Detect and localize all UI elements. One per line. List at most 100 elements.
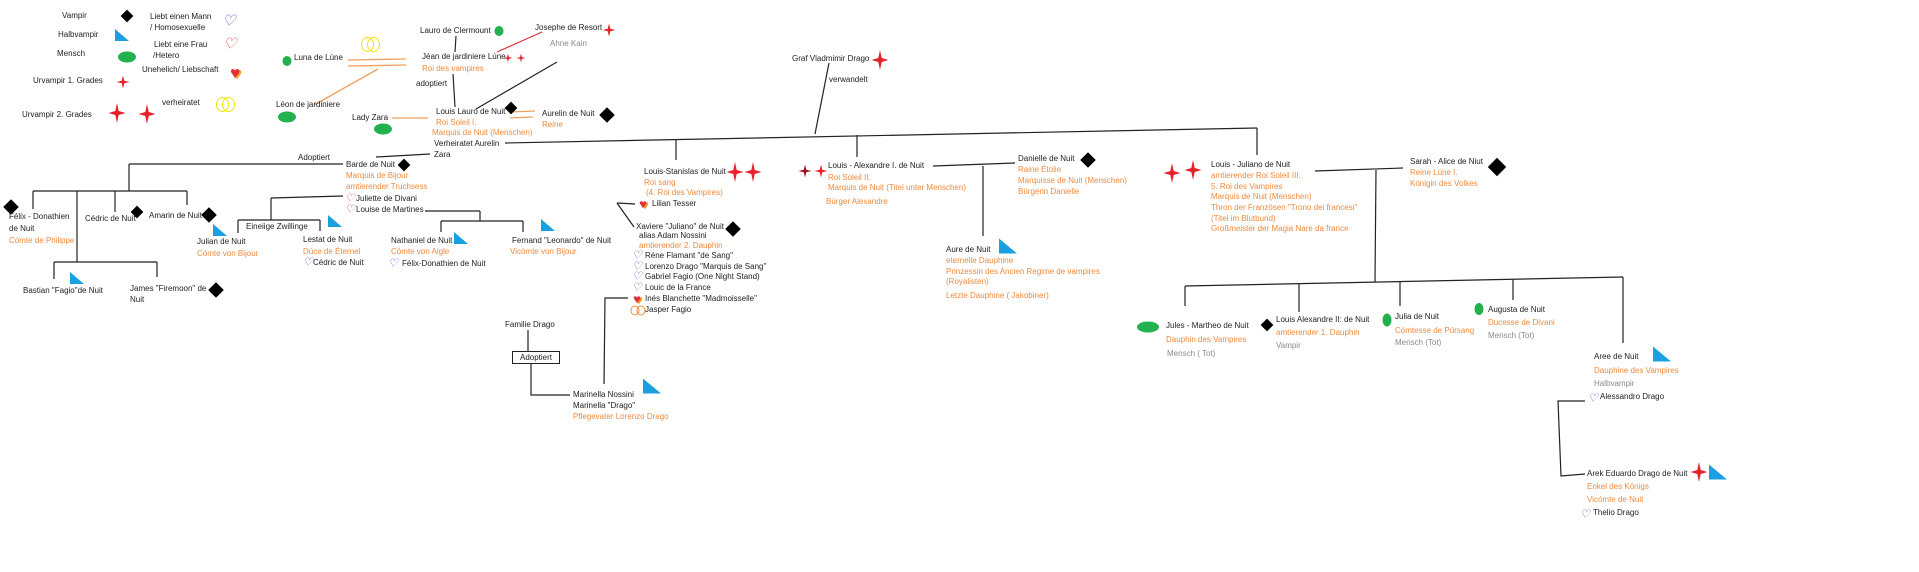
person-arek: Arek Eduardo Drago de Nuit [1587, 469, 1688, 478]
person-leon: Léon de jardiniere [276, 100, 341, 109]
blue-heart-icon: ♡ [632, 281, 642, 294]
status-aree: Halbvampir [1594, 379, 1635, 388]
person-marinella-drago: Marinella "Drago" [573, 401, 636, 410]
red-heart-icon: ♡ [345, 192, 355, 205]
person-louis-stanislas: Louis-Stanislas de Nuit [644, 167, 726, 176]
legend-liebt-mann-label: Liebt einen Mann [150, 12, 212, 21]
label-verheiratet-aurelin: Verheiratet Aurelin [434, 139, 500, 148]
title-aure: Prinzessin des Ancien Regime de vampires [946, 267, 1100, 276]
person-louis-lauro: Louis Lauro de Nuit [436, 107, 506, 116]
person-marinella: Marinella Nossini [573, 390, 634, 399]
line-lilian-a [616, 202, 636, 205]
title-felix: Cómte de Philippe [9, 236, 75, 245]
legend-urvampir1-label: Urvampir 1. Grades [33, 76, 103, 85]
partner-louise: Louise de Martines [356, 205, 424, 214]
person-graf-drago: Graf Vladmimir Drago [792, 54, 870, 63]
marriage-line-louis-aurelin-2 [509, 116, 534, 119]
person-louis-juliano: Louis - Juliano de Nuit [1211, 160, 1291, 169]
human-ellipse-icon [278, 111, 296, 123]
legend-urvampir2-label: Urvampir 2. Grades [22, 110, 92, 119]
partner-ines: Inés Blanchette "Madmoisselle" [645, 294, 757, 303]
person-aure: Aure de Nuit [946, 245, 991, 254]
marriage-line-louis-aurelin-1 [509, 110, 536, 113]
title-aree: Dauphine des Vampires [1594, 366, 1679, 375]
human-ellipse-icon [1137, 321, 1159, 333]
title-arek: Enkel des Königs [1587, 482, 1649, 491]
title-arek: Vicómte de Nuit [1587, 495, 1644, 504]
label-familie-drago: Familie Drago [505, 320, 555, 329]
person-xaviere-alias: alias Adam Nossini [639, 231, 707, 240]
title-barde: Marquis de Bijour [346, 171, 409, 180]
title-sarah: Reine Lúne I. [1410, 168, 1458, 177]
red-heart-icon: ♡ [223, 35, 237, 53]
person-julian: Julian de Nuit [197, 237, 246, 246]
person-josephe: Josephe de Resort [535, 23, 603, 32]
star-icon [516, 53, 526, 63]
title-louis-stanislas: (4. Roi des Vampires) [646, 188, 723, 197]
adoptiert-box: Adoptiert [512, 351, 560, 364]
star-icon [503, 53, 513, 63]
partner-juliette: Juliette de Divani [356, 194, 417, 203]
person-luna: Luna de Lúne [294, 53, 343, 62]
partner-lorenzo: Lorenzo Drago "Marquis de Sang" [645, 262, 767, 271]
legend-halbvampir-label: Halbvampir [58, 30, 99, 39]
line-lauro-jean [454, 35, 457, 53]
title-louis-stanislas: Roi sang [644, 178, 676, 187]
title-jules: Dauphin des Vampires [1166, 335, 1247, 344]
title-louis-juliano: amtierender Roi Soleil III. [1211, 171, 1301, 180]
partner-jasper: Jasper Fagio [645, 305, 692, 314]
person-lauro: Lauro de Clermount [420, 26, 491, 35]
title-aurelin: Reine [542, 120, 563, 129]
partner-louic: Louic de la France [645, 283, 711, 292]
wedding-rings-icon [361, 37, 381, 52]
person-lady-zara: Lady Zara [352, 113, 389, 122]
line-adoptiert-zara [375, 153, 431, 158]
person-aree: Aree de Nuit [1594, 352, 1639, 361]
person-xaviere: Xaviere "Juliano" de Nuit [636, 222, 724, 231]
person-cedric: Cédric de Nuit [85, 214, 136, 223]
partner-rene: Réne Flamant "de Sang" [645, 251, 733, 260]
line-ines-marinella [603, 297, 628, 385]
line-josephe-jean [496, 31, 543, 53]
blue-heart-icon: ♡ [303, 256, 313, 269]
blue-heart-icon: ♡ [1580, 508, 1590, 521]
affair-heart-icon: ♥ [633, 291, 641, 307]
affair-heart-icon: ♥ [229, 63, 241, 83]
label-verwandelt: verwandelt [829, 75, 868, 84]
person-fernand: Fernand "Leonardo" de Nuit [512, 236, 612, 245]
legend-vampir-label: Vampir [62, 11, 87, 20]
line-main-branch [504, 127, 1258, 144]
wedding-rings-icon [630, 305, 646, 316]
person-bastian: Bastian "Fagio"de Nuit [23, 286, 103, 295]
human-dot-icon [1382, 313, 1392, 327]
line-graf-main [814, 62, 830, 135]
title-julia: Cómtesse de Púrsang [1395, 326, 1475, 335]
label-eineiige-zwillinge: Eineiige Zwillinge [246, 222, 308, 231]
status-jules: Mensch ( Tot) [1167, 349, 1216, 358]
label-adoptiert-barde: Adoptiert [298, 153, 331, 162]
status-julia: Mensch (Tot) [1395, 338, 1442, 347]
person-augusta: Augusta de Nuit [1488, 305, 1545, 314]
title-fernand: Vicómte von Bijour [510, 247, 577, 256]
line-alessandro-arek [1557, 400, 1586, 477]
line-juliano-drop [1374, 169, 1377, 283]
human-dot-icon [494, 26, 504, 36]
blue-heart-icon: ♡ [632, 260, 642, 273]
person-james: Nuit [130, 295, 145, 304]
person-jules: Jules - Martheo de Nuit [1166, 321, 1249, 330]
line-juliette-branch [270, 195, 344, 199]
legend-verheiratet-label: verheiratet [162, 98, 200, 107]
legend-hetero-label: /Hetero [153, 51, 180, 60]
line-alexandre-danielle [932, 162, 1016, 167]
person-felix: Félix - Donathien [9, 212, 70, 221]
title-augusta: Ducesse de Divani [1488, 318, 1555, 327]
person-ahne-kain: Ahne Kain [550, 39, 587, 48]
person-nathaniel: Nathaniel de Nuit [391, 236, 453, 245]
red-heart-icon: ♡ [345, 203, 355, 216]
person-lestat: Lestat de Nuit [303, 235, 353, 244]
person-danielle: Danielle de Nuit [1018, 154, 1075, 163]
title-louis-alexandre: Marquis de Nuit (Titel unter Menschen) [828, 183, 966, 192]
person-jean: Jéan de jardiniere Lúne [422, 52, 506, 61]
partner-gabriel: Gabriel Fagio (One Night Stand) [645, 272, 760, 281]
